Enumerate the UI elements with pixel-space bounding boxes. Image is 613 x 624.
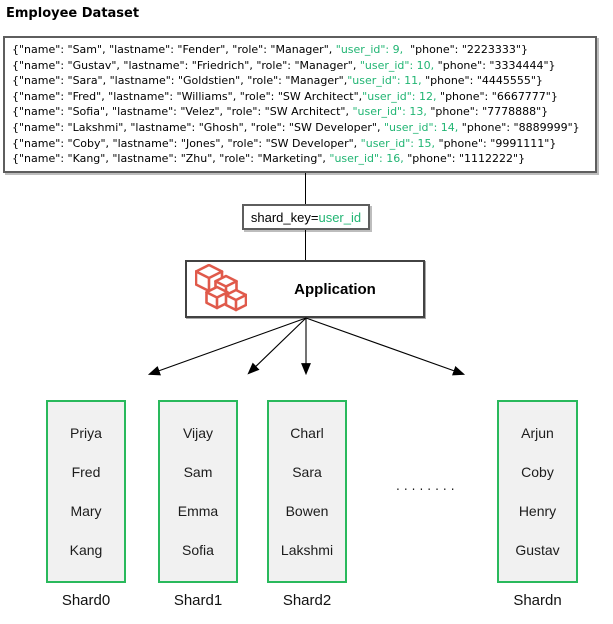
red-cubes-icon	[195, 264, 247, 312]
connector-line-top	[305, 173, 306, 204]
arrow-to-shard0	[147, 317, 307, 376]
shard-member-name: Emma	[177, 503, 219, 519]
shard-member-name: Fred	[71, 464, 101, 480]
shard-member-name: Sofia	[182, 542, 214, 558]
shard-member-name: Bowen	[285, 503, 329, 519]
connector-line-middle	[305, 230, 306, 260]
ellipsis-dots: ........	[396, 479, 459, 493]
shard-member-name: Charl	[290, 425, 324, 441]
fanout-arrows	[147, 317, 466, 376]
shard-label-shard2: Shard2	[282, 592, 332, 609]
dataset-record: {"name": "Kang", "lastname": "Zhu", "rol…	[12, 152, 526, 166]
dataset-record: {"name": "Coby", "lastname": "Jones", "r…	[12, 136, 557, 150]
shard-box-shard0: Priya Fred Mary Kang	[46, 400, 126, 583]
user-id-highlight: "user_id": 10,	[359, 58, 435, 72]
shard-label-shard0: Shard0	[61, 592, 111, 609]
diagram-title: Employee Dataset	[6, 6, 140, 21]
shard-member-name: Priya	[70, 425, 102, 441]
dataset-record: {"name": "Sam", "lastname": "Fender", "r…	[12, 43, 528, 56]
arrow-to-shard1	[247, 317, 307, 375]
dataset-record: {"name": "Sofia", "lastname": "Velez", "…	[12, 105, 549, 119]
shard-member-name: Sara	[292, 464, 322, 480]
shard-box-shard1: Vijay Sam Emma Sofia	[158, 400, 238, 583]
shard-key-box: shard_key=user_id	[242, 204, 370, 230]
application-label: Application	[294, 280, 376, 298]
shard-key-label: shard_key=	[250, 209, 319, 225]
application-box: Application	[185, 260, 425, 318]
user-id-highlight: "user_id": 9,	[335, 43, 404, 56]
shard-member-name: Arjun	[521, 425, 554, 441]
shard-box-shardn: Arjun Coby Henry Gustav	[497, 400, 578, 583]
shard-member-name: Lakshmi	[280, 542, 334, 558]
dataset-record: {"name": "Fred", "lastname": "Williams",…	[12, 89, 558, 103]
shard-box-shard2: Charl Sara Bowen Lakshmi	[267, 400, 347, 583]
shard-member-name: Sam	[183, 464, 213, 480]
user-id-highlight: "user_id": 16,	[329, 152, 404, 166]
user-id-highlight: "user_id": 14,	[383, 120, 459, 134]
dataset-record: {"name": "Gustav", "lastname": "Friedric…	[12, 58, 556, 72]
shard-label-shard1: Shard1	[173, 592, 223, 609]
user-id-highlight: "user_id": 11,	[347, 74, 422, 88]
shard-member-name: Kang	[69, 542, 103, 558]
shard-member-name: Gustav	[515, 542, 560, 558]
shard-member-name: Coby	[521, 464, 554, 480]
dataset-record: {"name": "Lakshmi", "lastname": "Ghosh",…	[12, 120, 580, 134]
user-id-highlight: "user_id": 13,	[352, 105, 427, 119]
shard-member-name: Mary	[70, 503, 102, 519]
dataset-record: {"name": "Sara", "lastname": "Goldstien"…	[12, 74, 543, 88]
shard-member-name: Vijay	[182, 425, 214, 441]
arrow-to-shardn	[305, 317, 466, 376]
shard-label-shardn: Shardn	[513, 592, 562, 609]
user-id-highlight: "user_id": 15,	[360, 136, 436, 150]
user-id-highlight: "user_id": 12,	[362, 89, 437, 103]
shard-member-name: Henry	[518, 503, 557, 519]
employee-dataset-box: {"name": "Sam", "lastname": "Fender", "r…	[3, 36, 597, 173]
shard-key-value: user_id	[318, 209, 362, 225]
